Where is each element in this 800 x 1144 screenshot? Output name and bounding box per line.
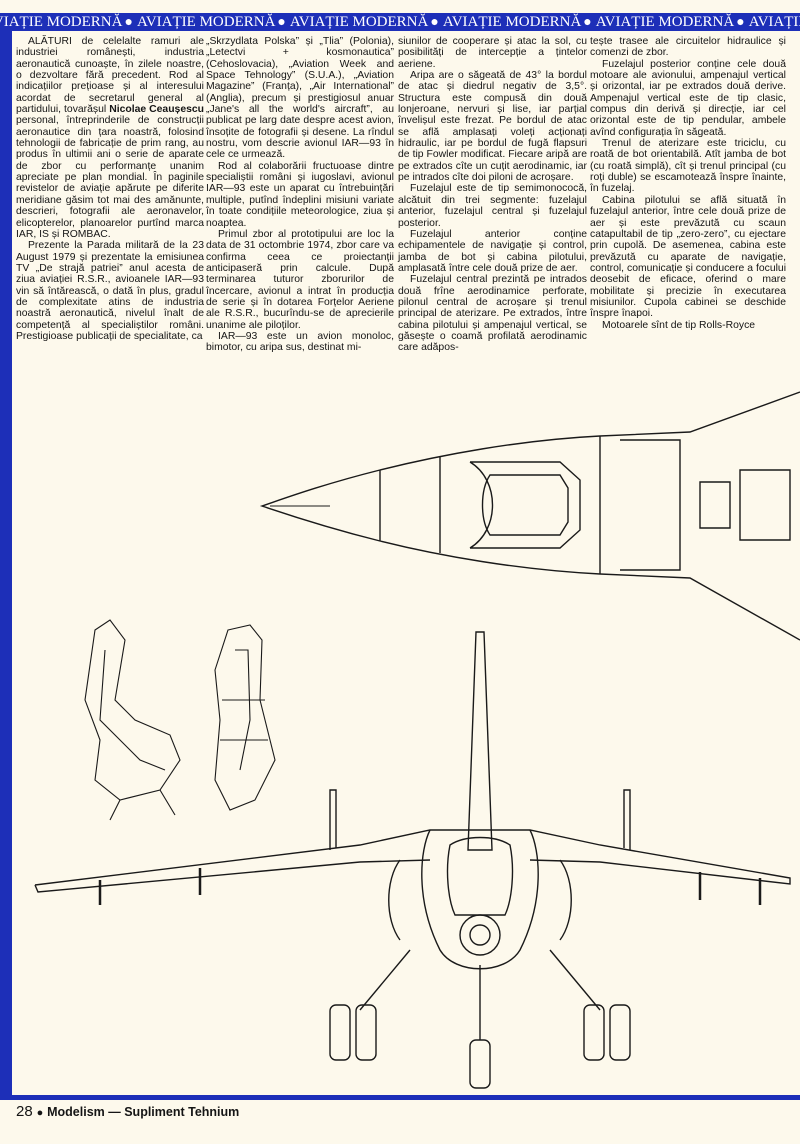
band-title: AVIAȚIE MODERNĂ xyxy=(595,14,735,30)
band-title: AVIAȚIE MODERNĂ xyxy=(136,14,276,30)
section-header-band: AVIAȚIE MODERNĂ●AVIAȚIE MODERNĂ●AVIAȚIE … xyxy=(0,13,800,31)
paragraph: Fuzelajul central prezintă pe intrados d… xyxy=(398,274,587,354)
paragraph: Motoarele sînt de tip Rolls-Royce xyxy=(602,319,756,331)
publication-name: Modelism — Supliment Tehnium xyxy=(47,1105,240,1119)
page-number: 28 xyxy=(16,1103,33,1120)
top-view-fuselage-drawing xyxy=(259,391,800,641)
article-column-2: „Skrzydlata Polska” și „Tlia” (Polonia),… xyxy=(206,36,394,354)
article-column-4: tește trasee ale circuitelor hidraulice … xyxy=(590,36,786,331)
paragraph: Fuzelajul posterior conține cele două mo… xyxy=(590,58,786,138)
band-title: AVIAȚIE MODERNĂ xyxy=(442,14,582,30)
text: personal, întreprinderile de construcții… xyxy=(16,115,204,240)
paragraph: Fuzelajul anterior conține echipamentele… xyxy=(398,228,587,274)
paragraph: ALĂTURI de celelalte ramuri ale industri… xyxy=(16,36,204,240)
paragraph: „Skrzydlata Polska” și „Tlia” (Polonia),… xyxy=(206,36,394,161)
name-bold: Nicolae Ceaușescu xyxy=(109,104,204,116)
paragraph: Fuzelajul este de tip semimonococă, alcă… xyxy=(398,183,587,229)
ejection-seat-sketch xyxy=(84,619,276,821)
paragraph: Rod al colaborării fructuoase dintre spe… xyxy=(206,160,394,229)
paragraph: Aripa are o săgeată de 43° la bordul de … xyxy=(398,70,587,184)
bullet-icon: ● xyxy=(36,1107,44,1119)
paragraph: siunilor de cooperare și atac la sol, cu… xyxy=(398,36,587,70)
paragraph: IAR—93 este un avion monoloc, bimotor, c… xyxy=(206,330,394,354)
paragraph: Cabina pilotului se află situată în fuze… xyxy=(590,194,786,320)
band-title: AVIAȚIE MODERNĂ xyxy=(289,14,429,30)
bottom-accent-bar xyxy=(0,1095,800,1100)
front-view-aircraft-drawing xyxy=(34,631,791,1089)
paragraph: Prezente la Parada militară de la 23 Aug… xyxy=(16,240,204,342)
band-title: AVIAȚIE MODERNĂ xyxy=(0,14,123,30)
article-column-3: siunilor de cooperare și atac la sol, cu… xyxy=(398,36,587,354)
paragraph: Primul zbor al prototipului are loc la d… xyxy=(206,228,394,331)
text: ALĂTURI de celelalte ramuri ale industri… xyxy=(16,36,204,116)
left-accent-bar xyxy=(0,31,12,1097)
article-column-1: ALĂTURI de celelalte ramuri ale industri… xyxy=(16,36,204,342)
page-footer: 28 ● Modelism — Supliment Tehnium xyxy=(16,1103,239,1120)
band-title: AVIAȚIE MODERNĂ xyxy=(748,14,800,30)
paragraph: Trenul de aterizare este triciclu, cu ro… xyxy=(590,138,786,195)
paragraph: tește trasee ale circuitelor hidraulice … xyxy=(590,36,786,59)
